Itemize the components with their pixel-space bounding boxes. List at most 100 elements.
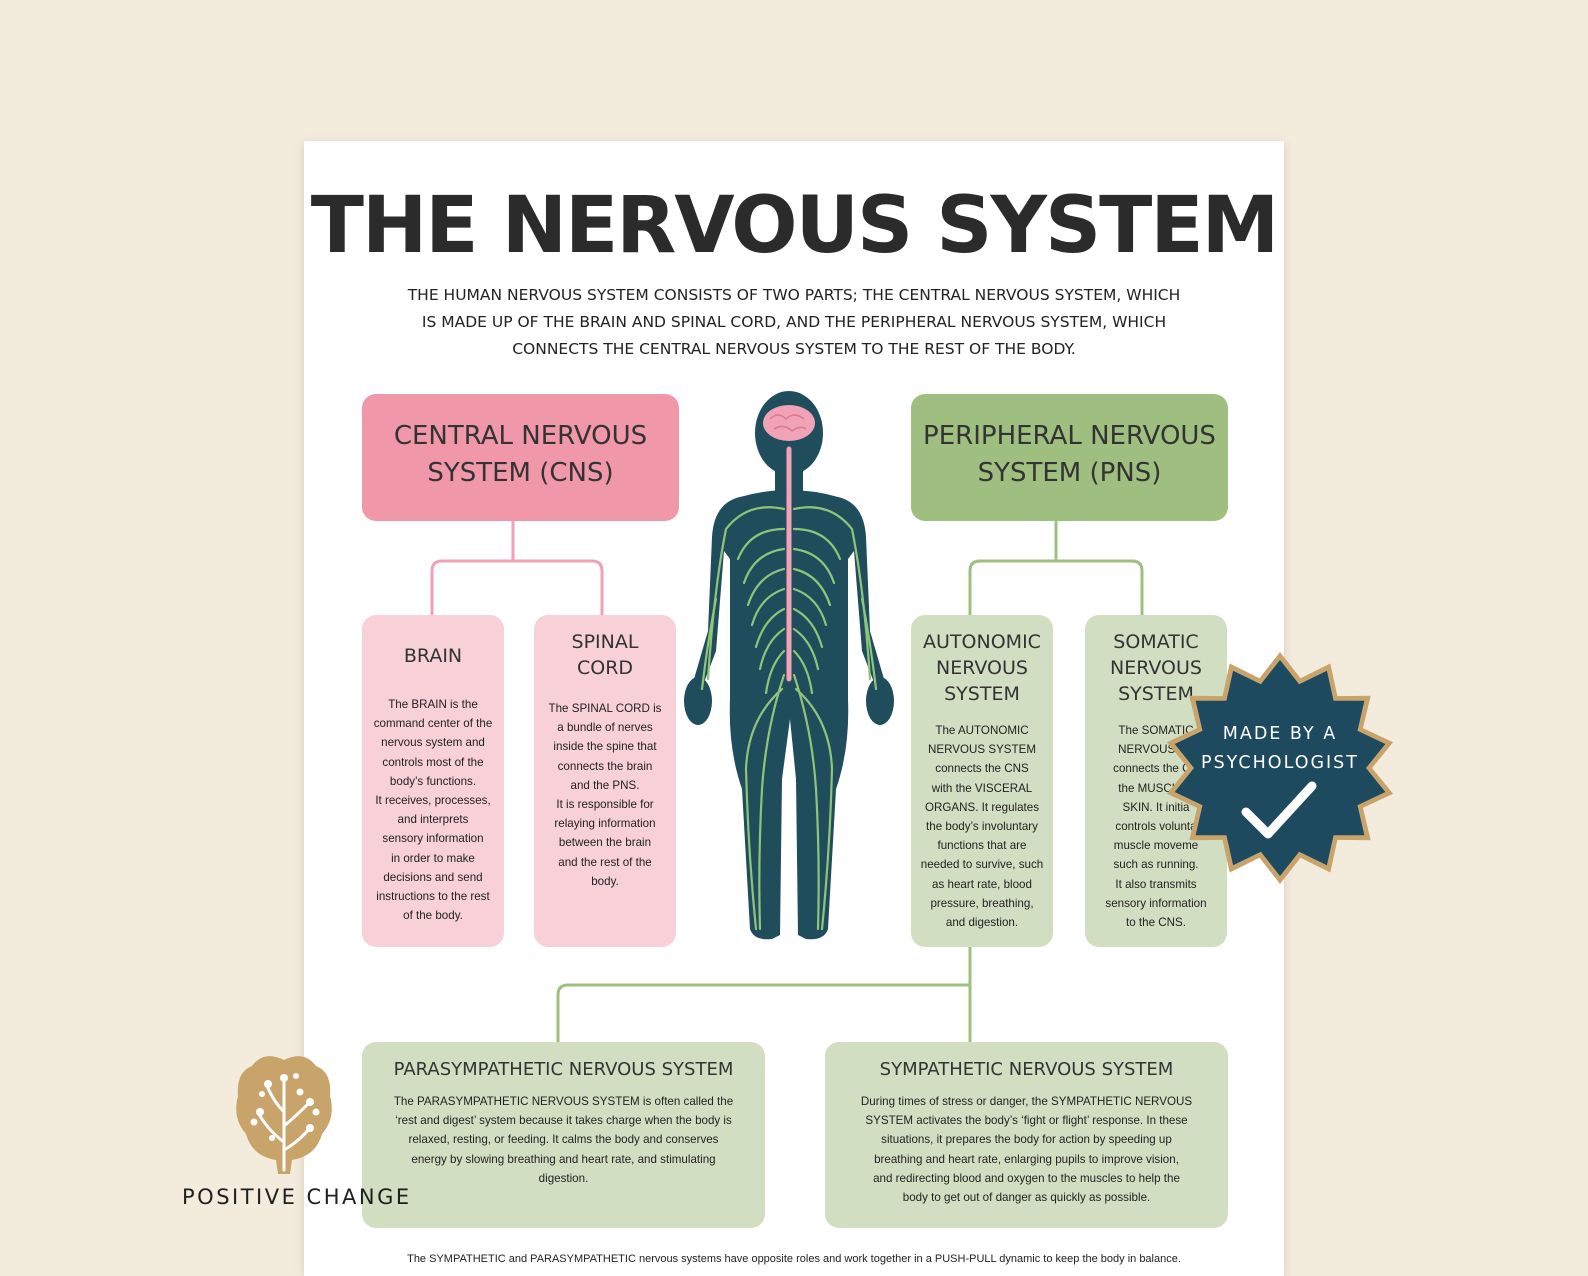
badge-line: PSYCHOLOGIST (1201, 753, 1359, 773)
somatic-heading: SOMATIC NERVOUS SYSTEM (1089, 629, 1223, 707)
text-line: The SPINAL CORD is (548, 702, 662, 715)
text-line: command center of the (373, 717, 493, 731)
spinal-heading: SPINAL CORD (538, 629, 672, 681)
text-line: energy by slowing breathing and heart ra… (411, 1152, 716, 1166)
brand-name: POSITIVE CHANGE (182, 1185, 412, 1209)
text-line: ORGANS. It regulates (924, 800, 1040, 814)
text-line: connects the brain (557, 759, 653, 773)
parasympathetic-card: PARASYMPATHETIC NERVOUS SYSTEM The PARAS… (362, 1042, 765, 1228)
heading-line: SYSTEM (1118, 683, 1194, 705)
text-line: instructions to the rest (376, 890, 490, 904)
text-line: The SOMATIC (1118, 724, 1194, 737)
intro-line: THE HUMAN NERVOUS SYSTEM CONSISTS OF TWO… (407, 286, 1181, 304)
text-line: muscle moveme (1113, 839, 1199, 853)
intro-line: CONNECTS THE CENTRAL NERVOUS SYSTEM TO T… (512, 340, 1076, 358)
footer-note: The SYMPATHETIC and PARASYMPATHETIC nerv… (407, 1253, 1181, 1265)
heading-line: SYSTEM (944, 683, 1020, 705)
text-line: such as running. (1113, 858, 1199, 872)
autonomic-description: The AUTONOMIC NERVOUS SYSTEM connects th… (915, 721, 1049, 932)
text-line: pressure, breathing, (930, 896, 1034, 910)
text-line: a bundle of nerves (557, 721, 653, 735)
text-line: It also transmits (1115, 877, 1197, 891)
heading-line: AUTONOMIC (923, 631, 1041, 653)
text-line: NERVOUS SYSTEM (927, 743, 1037, 757)
text-line: The BRAIN is the (388, 698, 478, 711)
text-line: It receives, processes, (375, 794, 491, 808)
pns-title-line: PERIPHERAL NERVOUS (923, 421, 1216, 451)
checkmark-icon (1241, 781, 1317, 839)
cns-title-line: SYSTEM (CNS) (427, 458, 614, 488)
text-line: body. (591, 874, 619, 888)
sympathetic-heading: SYMPATHETIC NERVOUS SYSTEM (879, 1059, 1174, 1080)
text-line: functions that are (937, 839, 1027, 853)
text-line: inside the spine that (553, 740, 657, 754)
brain-description: The BRAIN is the command center of the n… (366, 695, 500, 925)
text-line: situations, it prepares the body for act… (881, 1133, 1172, 1147)
text-line: and redirecting blood and oxygen to the … (873, 1171, 1180, 1185)
parasympathetic-heading: PARASYMPATHETIC NERVOUS SYSTEM (393, 1059, 734, 1080)
text-line: The PARASYMPATHETIC NERVOUS SYSTEM is of… (393, 1095, 734, 1108)
text-line: connects the CNS (935, 762, 1029, 776)
text-line: and the PNS. (570, 778, 640, 792)
text-line: controls volunta (1115, 820, 1197, 834)
heading-line: CORD (576, 657, 634, 679)
spinal-cord-card: SPINAL CORD The SPINAL CORD is a bundle … (534, 615, 676, 947)
pns-header-box: PERIPHERAL NERVOUS SYSTEM (PNS) (911, 394, 1228, 521)
brain-heading: BRAIN (403, 645, 463, 667)
cns-header-box: CENTRAL NERVOUS SYSTEM (CNS) (362, 394, 679, 521)
psychologist-badge (1166, 652, 1394, 884)
infographic-sheet: THE NERVOUS SYSTEM THE HUMAN NERVOUS SYS… (304, 141, 1284, 1276)
text-line: SYSTEM activates the body’s ‘fight or fl… (865, 1114, 1188, 1128)
badge-line: MADE BY A (1222, 724, 1338, 744)
pns-title-line: SYSTEM (PNS) (977, 458, 1162, 488)
text-line: body to get out of danger as quickly as … (902, 1191, 1151, 1205)
text-line: relaying information (554, 817, 656, 831)
text-line: between the brain (558, 836, 652, 850)
human-nervous-system-figure (684, 391, 894, 940)
text-line: ‘rest and digest’ system because it take… (395, 1114, 732, 1128)
text-line: the body’s involuntary (926, 820, 1038, 834)
connector-lines (430, 521, 1144, 1042)
brain-card: BRAIN The BRAIN is the command center of… (362, 615, 504, 947)
spinal-description: The SPINAL CORD is a bundle of nerves in… (538, 699, 672, 891)
text-line: to the CNS. (1126, 916, 1186, 930)
page-title: THE NERVOUS SYSTEM (310, 181, 1279, 271)
text-line: SKIN. It initia (1122, 800, 1190, 814)
text-line: relaxed, resting, or feeding. It calms t… (408, 1133, 719, 1147)
brain-icon (763, 405, 815, 441)
text-line: The AUTONOMIC (935, 724, 1029, 737)
brain-tree-icon (236, 1056, 332, 1174)
text-line: decisions and send (383, 870, 483, 884)
text-line: connects the CN (1113, 762, 1199, 776)
badge-text: MADE BY A PSYCHOLOGIST (1162, 720, 1398, 778)
text-line: nervous system and (381, 736, 485, 750)
text-line: sensory information (1105, 896, 1207, 910)
text-line: as heart rate, blood (932, 877, 1032, 891)
text-line: of the body. (403, 909, 463, 923)
text-line: During times of stress or danger, the SY… (860, 1095, 1193, 1108)
text-line: controls most of the (382, 755, 484, 769)
intro-line: IS MADE UP OF THE BRAIN AND SPINAL CORD,… (421, 313, 1167, 331)
text-line: with the VISCERAL (931, 781, 1033, 795)
text-line: and interprets (397, 813, 469, 827)
sympathetic-description: During times of stress or danger, the SY… (839, 1092, 1214, 1207)
heading-line: NERVOUS (936, 657, 1028, 679)
cns-title-line: CENTRAL NERVOUS (393, 421, 648, 451)
heading-line: SPINAL (571, 631, 639, 653)
autonomic-card: AUTONOMIC NERVOUS SYSTEM The AUTONOMIC N… (911, 615, 1053, 947)
text-line: sensory information (382, 832, 484, 846)
heading-line: SOMATIC (1113, 631, 1199, 653)
text-line: digestion. (538, 1171, 589, 1185)
text-line: breathing and heart rate, enlarging pupi… (874, 1152, 1179, 1166)
autonomic-heading: AUTONOMIC NERVOUS SYSTEM (915, 629, 1049, 707)
text-line: and the rest of the (558, 855, 652, 869)
intro-text: THE HUMAN NERVOUS SYSTEM CONSISTS OF TWO… (384, 282, 1204, 363)
text-line: It is responsible for (556, 798, 654, 812)
sympathetic-card: SYMPATHETIC NERVOUS SYSTEM During times … (825, 1042, 1228, 1228)
parasympathetic-description: The PARASYMPATHETIC NERVOUS SYSTEM is of… (376, 1092, 751, 1188)
heading-line: NERVOUS (1110, 657, 1202, 679)
text-line: in order to make (391, 851, 475, 865)
text-line: and digestion. (945, 916, 1019, 930)
text-line: needed to survive, such (920, 858, 1044, 872)
text-line: body’s functions. (389, 774, 477, 788)
